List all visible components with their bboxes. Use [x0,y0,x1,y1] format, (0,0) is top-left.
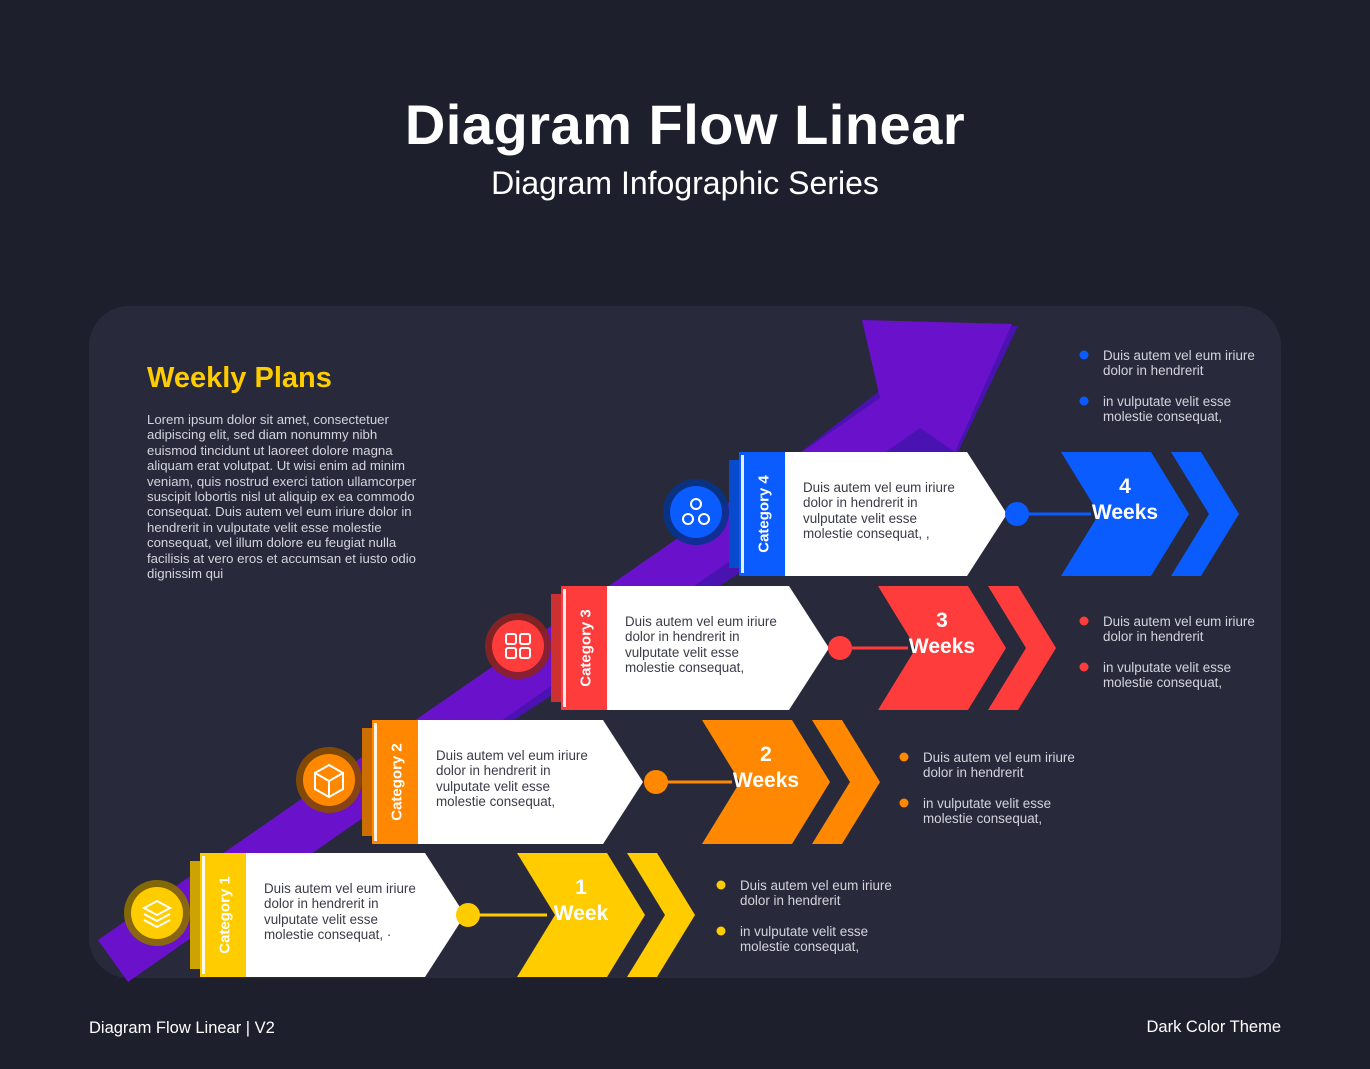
page-title: Diagram Flow Linear [404,93,966,156]
step-3-bullet-2: in vulputate velit esse molestie consequ… [1103,660,1232,691]
step-3-bullet-1: Duis autem vel eum iriure dolor in hendr… [1103,614,1255,645]
step-1-tab [200,853,246,977]
step-1-card [200,853,465,977]
step-2-category-label: Category 2 [388,743,406,821]
step-2-chevron-main [702,720,830,844]
step-2-bullet-1-dot [899,752,909,762]
step-1 [124,853,726,977]
step-1-bullet-2: in vulputate velit esse molestie consequ… [740,924,869,955]
step-3-connector [551,594,563,702]
step-1-chevron-small [627,853,695,977]
step-1-bullet-1: Duis autem vel eum iriure dolor in hendr… [740,878,892,909]
step-1-link-dot [456,903,480,927]
step-3-chevron-main [878,586,1006,710]
step-4-bullet-2: in vulputate velit esse molestie consequ… [1103,394,1232,425]
footer-theme: Dark Color Theme [1146,1018,1282,1036]
step-3-chevron-small [988,586,1056,710]
step-3-tab-stripe [563,589,566,707]
step-3-description: Duis autem vel eum iriure dolor in hendr… [625,614,777,676]
step-4-description: Duis autem vel eum iriure dolor in hendr… [803,480,955,542]
step-1-duration-unit: Week [553,902,609,925]
step-4-category-label: Category 4 [755,475,773,553]
step-4 [663,350,1239,576]
step-3-card [561,586,829,710]
step-3-duration-number: 3 [936,609,948,632]
step-2-chevron-small [812,720,880,844]
step-4-duration-number: 4 [1119,475,1131,498]
page-subtitle: Diagram Infographic Series [491,165,879,201]
step-2-tab [372,720,418,844]
step-2-bullet-2-dot [899,798,909,808]
step-4-tab [739,452,785,576]
weekly-plans-body: Lorem ipsum dolor sit amet, consectetuer… [147,412,417,582]
step-4-tab-stripe [741,455,744,573]
layers-icon [141,899,173,929]
step-1-connector [190,861,202,969]
step-3-tab [561,586,607,710]
grid-icon [505,633,531,659]
step-2-tab-stripe [374,723,377,841]
step-2 [296,720,909,844]
step-2-link-dot [644,770,668,794]
step-3-duration-unit: Weeks [908,635,976,658]
step-3-badge [492,620,544,672]
step-4-link-dot [1005,502,1029,526]
step-1-description: Duis autem vel eum iriure dolor in hendr… [264,881,416,943]
step-4-card [739,452,1007,576]
step-2-bullet-1: Duis autem vel eum iriure dolor in hendr… [923,750,1075,781]
step-4-bullet-1: Duis autem vel eum iriure dolor in hendr… [1103,348,1255,379]
step-2-bullet-2: in vulputate velit esse molestie consequ… [923,796,1052,827]
step-1-chevron-main [517,853,645,977]
step-1-bullet-2-dot [716,926,726,936]
weekly-plans-title: Weekly Plans [147,362,332,394]
step-1-tab-stripe [202,856,205,974]
step-2-description: Duis autem vel eum iriure dolor in hendr… [436,748,588,810]
step-4-bullet-2-dot [1079,396,1089,406]
step-1-category-label: Category 1 [216,876,234,954]
step-4-duration-unit: Weeks [1091,501,1159,524]
step-4-chevron-main [1061,452,1189,576]
step-4-chevron-small [1171,452,1239,576]
step-3-bullet-2-dot [1079,662,1089,672]
step-4-badge [670,486,722,538]
step-2-card [372,720,643,844]
footer-version: Diagram Flow Linear | V2 [89,1019,275,1037]
step-1-duration-number: 1 [575,876,587,899]
step-3-bullet-1-dot [1079,616,1089,626]
step-2-connector [362,728,374,836]
step-2-duration-number: 2 [760,743,772,766]
step-3-link-dot [828,636,852,660]
step-3 [485,586,1089,710]
step-1-badge [131,887,183,939]
step-4-bullet-1-dot [1079,350,1089,360]
step-3-category-label: Category 3 [577,609,595,687]
molecule-icon [682,498,710,525]
step-1-bullet-1-dot [716,880,726,890]
step-4-connector [729,460,741,568]
cube-icon [314,763,344,799]
step-2-duration-unit: Weeks [732,769,800,792]
